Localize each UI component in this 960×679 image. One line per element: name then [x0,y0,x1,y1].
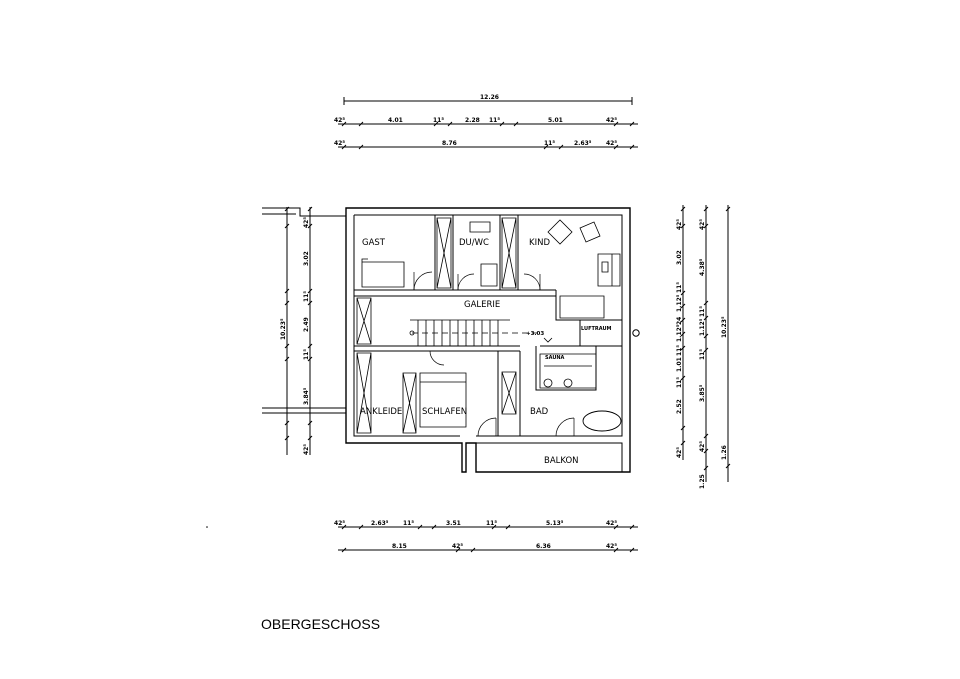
dim-top-r2-3: 2.28 [465,117,480,124]
dim-top-overall: 12.26 [480,94,499,101]
dimension-text-right: 42⁵ 3.02 11⁵ 1.12⁵ 24 1.12⁵ 11⁵ 1.01 11⁵… [676,219,728,489]
dim-right-c2-0: 42⁵ [699,219,706,230]
dim-right-c3-1: 1.26 [721,445,728,460]
dim-top-r2-0: 42⁵ [334,117,345,124]
dim-left-6: 42⁵ [303,444,310,455]
drawing-title: OBERGESCHOSS [261,616,380,632]
dim-right-c1-9: 2.52 [676,399,683,414]
dim-bottom-r1-3: 3.51 [446,520,461,527]
dimension-lines-left [286,207,311,455]
dim-bottom-r1-4: 11⁵ [486,520,497,527]
dim-bottom-r2-3: 42⁵ [606,543,617,550]
dim-top-r2-6: 42⁵ [606,117,617,124]
dim-top-r2-4: 11⁵ [489,117,500,124]
dim-top-r2-1: 4.01 [388,117,403,124]
room-label-luftraum: LUFTRAUM [581,326,612,332]
room-label-kind: KIND [529,238,550,248]
dimension-text-bottom: 42⁵ 2.63⁵ 11⁵ 3.51 11⁵ 5.13⁵ 42⁵ 8.15 42… [334,520,617,550]
dim-bottom-r1-6: 42⁵ [606,520,617,527]
dim-bottom-r1-2: 11⁵ [403,520,414,527]
dim-right-c2-3: 1.12⁵ [699,318,706,336]
dim-right-c2-6: 42⁵ [699,441,706,452]
room-label-gast: GAST [362,238,386,248]
room-label-duwc: DU/WC [459,238,489,248]
dim-left-overall: 10.23⁵ [280,318,287,340]
room-label-sauna: SAUNA [545,355,565,361]
dimension-ticks [284,121,731,553]
dim-right-c1-6: 11⁵ [676,345,683,356]
room-label-bad: BAD [530,407,549,417]
dim-bottom-r2-1: 42⁵ [452,543,463,550]
room-label-ankleide: ANKLEIDE [360,407,402,417]
dimension-lines-bottom [338,526,638,551]
dim-top-r2-2: 11⁵ [433,117,444,124]
dim-left-1: 3.02 [303,251,310,266]
dimension-lines-top [338,97,638,148]
room-label-balkon: BALKON [544,456,579,466]
dim-right-c2-2: 11⁵ [699,306,706,317]
dim-right-c1-4: 24 [676,317,683,325]
dim-left-4: 11⁵ [303,349,310,360]
dim-right-c1-0: 42⁵ [676,219,683,230]
dim-right-c2-7: 1.25 [699,474,706,489]
dim-bottom-r1-0: 42⁵ [334,520,345,527]
dim-right-c1-3: 1.12⁵ [676,294,683,312]
stray-dot [206,526,208,528]
dim-top-r3-1: 8.76 [442,140,457,147]
dim-left-3: 2.49 [303,317,310,332]
dim-bottom-r2-0: 8.15 [392,543,407,550]
dim-right-c2-4: 11⁵ [699,349,706,360]
dim-top-r3-2: 11⁵ [544,140,555,147]
dim-right-c1-8: 11⁵ [676,377,683,388]
building-walls [262,207,640,473]
room-labels: GAST DU/WC KIND GALERIE LUFTRAUM SAUNA A… [360,238,612,466]
dim-right-c2-5: 3.85⁵ [699,384,706,402]
dim-right-c1-10: 42⁵ [676,447,683,458]
dimension-text-left: 10.23⁵ 42⁵ 3.02 11⁵ 2.49 11⁵ 3.84⁵ 42⁵ [280,217,310,455]
dim-top-r3-4: 42⁵ [606,140,617,147]
dim-left-0: 42⁵ [303,217,310,228]
dim-right-c1-1: 3.02 [676,250,683,265]
dim-bottom-r2-2: 6.36 [536,543,551,550]
level-marker: +3.03 [526,331,544,337]
dim-right-c3-0: 10.23⁵ [721,316,728,338]
dim-right-c1-7: 1.01 [676,357,683,372]
room-label-schlafen: SCHLAFEN [422,407,467,417]
dimension-text-top: 12.26 42⁵ 4.01 11⁵ 2.28 11⁵ 5.01 42⁵ 42⁵… [334,94,617,147]
dim-right-c2-1: 4.38⁵ [699,258,706,276]
dim-left-2: 11⁵ [303,291,310,302]
dim-top-r3-3: 2.63⁵ [574,140,592,147]
dim-right-c1-5: 1.12⁵ [676,324,683,342]
dim-bottom-r1-5: 5.13⁵ [546,520,564,527]
dim-right-c1-2: 11⁵ [676,282,683,293]
dim-top-r2-5: 5.01 [548,117,563,124]
dimension-lines-right [682,205,729,482]
dim-top-r3-0: 42⁵ [334,140,345,147]
room-label-galerie: GALERIE [464,300,500,310]
dim-bottom-r1-1: 2.63⁵ [371,520,389,527]
dim-left-5: 3.84⁵ [303,387,310,405]
